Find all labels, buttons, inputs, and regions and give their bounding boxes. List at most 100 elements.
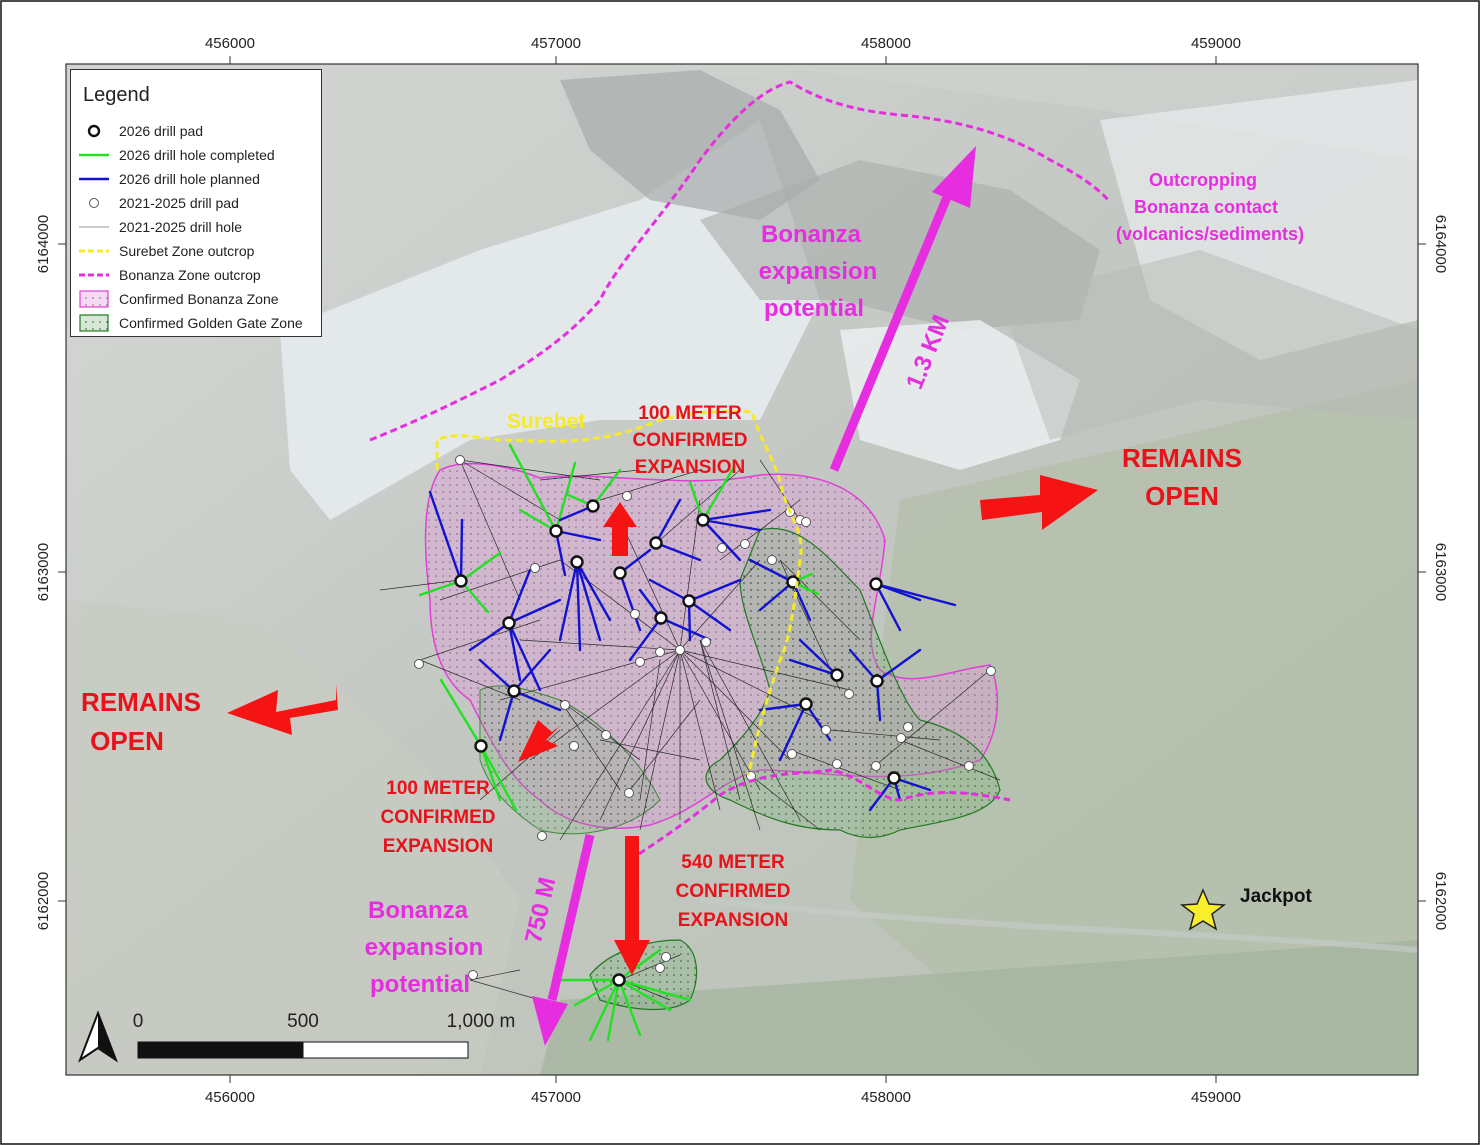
expansion-bottom-line-1: 540 METER xyxy=(681,852,785,873)
legend-item-confirmed-golden-gate: Confirmed Golden Gate Zone xyxy=(71,312,323,334)
northing-right-6163000: 6163000 xyxy=(1432,543,1449,601)
bonanza-potential-top-label: Bonanza expansion potential xyxy=(759,221,878,322)
easting-labels-bottom: 456000 457000 458000 459000 xyxy=(205,1089,1241,1106)
arrow-bonanza-potential-south xyxy=(532,833,595,1046)
arrow-bonanza-potential-north xyxy=(829,146,976,472)
legend-item-surebet-outcrop: Surebet Zone outcrop xyxy=(71,240,323,262)
jackpot-label: Jackpot xyxy=(1240,886,1312,907)
scale-bar: 0 500 1,000 m xyxy=(133,1011,516,1059)
legend-label: 2021-2025 drill pad xyxy=(119,195,239,211)
easting-labels-top: 456000 457000 458000 459000 xyxy=(205,35,1241,52)
outcrop-contact-line-1: Outcropping xyxy=(1149,170,1257,190)
expansion-top-line-3: EXPANSION xyxy=(635,457,746,478)
expansion-left-label: 100 METER CONFIRMED EXPANSION xyxy=(380,778,495,857)
northing-left-6163000: 6163000 xyxy=(35,543,52,601)
bonanza-potential-bottom-line-3: potential xyxy=(370,971,470,998)
easting-top-456000: 456000 xyxy=(205,35,255,52)
outcrop-contact-line-3: (volcanics/sediments) xyxy=(1116,224,1304,244)
legend-label: Confirmed Bonanza Zone xyxy=(119,291,279,307)
scale-tick-0: 0 xyxy=(133,1011,144,1032)
bonanza-zone-outcrop-north xyxy=(369,80,1110,442)
northing-right-6164000: 6164000 xyxy=(1432,215,1449,273)
expansion-left-line-2: CONFIRMED xyxy=(380,807,495,828)
surebet-zone-outcrop xyxy=(435,409,803,776)
bonanza-potential-bottom-label: Bonanza expansion potential xyxy=(365,897,484,998)
northing-left-6162000: 6162000 xyxy=(35,872,52,930)
arrow-expansion-left xyxy=(518,720,560,762)
surebet-label: Surebet xyxy=(507,410,585,433)
north-arrow-icon xyxy=(77,1010,119,1063)
completed-hole-icon xyxy=(79,153,109,157)
legend-item-bonanza-outcrop: Bonanza Zone outcrop xyxy=(71,264,323,286)
legend-panel: Legend 2026 drill pad 2026 drill hole co… xyxy=(70,69,322,337)
expansion-top-label: 100 METER CONFIRMED EXPANSION xyxy=(632,403,747,478)
arrow-expansion-top xyxy=(603,502,637,556)
outcrop-contact-label: Outcropping Bonanza contact (volcanics/s… xyxy=(1116,170,1304,244)
expansion-left-line-3: EXPANSION xyxy=(383,836,494,857)
legend-item-hole-completed-2026: 2026 drill hole completed xyxy=(71,144,323,166)
star-icon xyxy=(1179,888,1227,931)
easting-bottom-459000: 459000 xyxy=(1191,1089,1241,1106)
historical-drill-pads xyxy=(414,455,996,980)
easting-bottom-456000: 456000 xyxy=(205,1089,255,1106)
bonanza-outcrop-icon xyxy=(79,273,109,277)
remains-open-left-line-2: OPEN xyxy=(90,726,164,756)
legend-label: 2021-2025 drill hole xyxy=(119,219,242,235)
northing-left-6164000: 6164000 xyxy=(35,215,52,273)
expansion-bottom-label: 540 METER CONFIRMED EXPANSION xyxy=(675,852,790,931)
expansion-bottom-line-3: EXPANSION xyxy=(678,910,789,931)
legend-label: Bonanza Zone outcrop xyxy=(119,267,261,283)
planned-drill-holes-2026 xyxy=(428,490,957,812)
legend-title: Legend xyxy=(83,84,150,106)
expansion-bottom-line-2: CONFIRMED xyxy=(675,881,790,902)
legend-item-pad-2021-2025: 2021-2025 drill pad xyxy=(71,192,323,214)
remains-open-right-line-2: OPEN xyxy=(1145,481,1219,511)
drill-pads-2026 xyxy=(454,499,901,987)
expansion-left-line-1: 100 METER xyxy=(386,778,490,799)
expansion-top-line-1: 100 METER xyxy=(638,403,742,424)
golden-gate-zone-swatch-icon xyxy=(79,314,109,332)
northing-labels-left: 6164000 6163000 6162000 xyxy=(35,215,52,930)
drill-pad-2026-icon xyxy=(87,124,101,138)
bonanza-zone-outcrop-south xyxy=(629,768,1011,862)
easting-bottom-457000: 457000 xyxy=(531,1089,581,1106)
legend-label: Confirmed Golden Gate Zone xyxy=(119,315,303,331)
scale-tick-500: 500 xyxy=(287,1011,319,1032)
easting-top-457000: 457000 xyxy=(531,35,581,52)
northing-labels-right: 6164000 6163000 6162000 xyxy=(1432,215,1449,930)
remains-open-left-line-1: REMAINS xyxy=(81,687,201,717)
golden-gate-zone-west xyxy=(479,685,661,835)
legend-item-hole-2021-2025: 2021-2025 drill hole xyxy=(71,216,323,238)
legend-item-drill-pad-2026: 2026 drill pad xyxy=(71,120,323,142)
surebet-outcrop-icon xyxy=(79,249,109,253)
legend-label: 2026 drill pad xyxy=(119,123,204,139)
arrow-remains-open-right xyxy=(980,475,1098,530)
easting-top-459000: 459000 xyxy=(1191,35,1241,52)
legend-label: Surebet Zone outcrop xyxy=(119,243,255,259)
bonanza-potential-bottom-line-1: Bonanza xyxy=(368,897,469,924)
bonanza-zone-swatch-icon xyxy=(79,290,109,308)
legend-item-confirmed-bonanza: Confirmed Bonanza Zone xyxy=(71,288,323,310)
coordinate-ticks xyxy=(58,56,1426,1083)
bonanza-potential-top-line-3: potential xyxy=(764,295,864,322)
remains-open-right-label: REMAINS OPEN xyxy=(1122,443,1242,511)
arrow-expansion-bottom xyxy=(614,836,650,975)
planned-hole-icon xyxy=(79,177,109,181)
northing-right-6162000: 6162000 xyxy=(1432,872,1449,930)
bonanza-potential-bottom-line-2: expansion xyxy=(365,934,484,961)
scale-tick-1000: 1,000 m xyxy=(447,1011,516,1032)
expansion-top-line-2: CONFIRMED xyxy=(632,430,747,451)
remains-open-right-line-1: REMAINS xyxy=(1122,443,1242,473)
bonanza-potential-top-line-1: Bonanza xyxy=(761,221,862,248)
historical-hole-icon xyxy=(79,226,109,228)
legend-label: 2026 drill hole planned xyxy=(119,171,260,187)
remains-open-left-label: REMAINS OPEN xyxy=(81,687,201,756)
legend-label: 2026 drill hole completed xyxy=(119,147,275,163)
outcrop-contact-line-2: Bonanza contact xyxy=(1134,197,1278,217)
arrow-remains-open-left xyxy=(227,684,338,735)
historical-pad-icon xyxy=(89,198,99,208)
easting-top-458000: 458000 xyxy=(861,35,911,52)
easting-bottom-458000: 458000 xyxy=(861,1089,911,1106)
bonanza-potential-top-line-2: expansion xyxy=(759,258,878,285)
